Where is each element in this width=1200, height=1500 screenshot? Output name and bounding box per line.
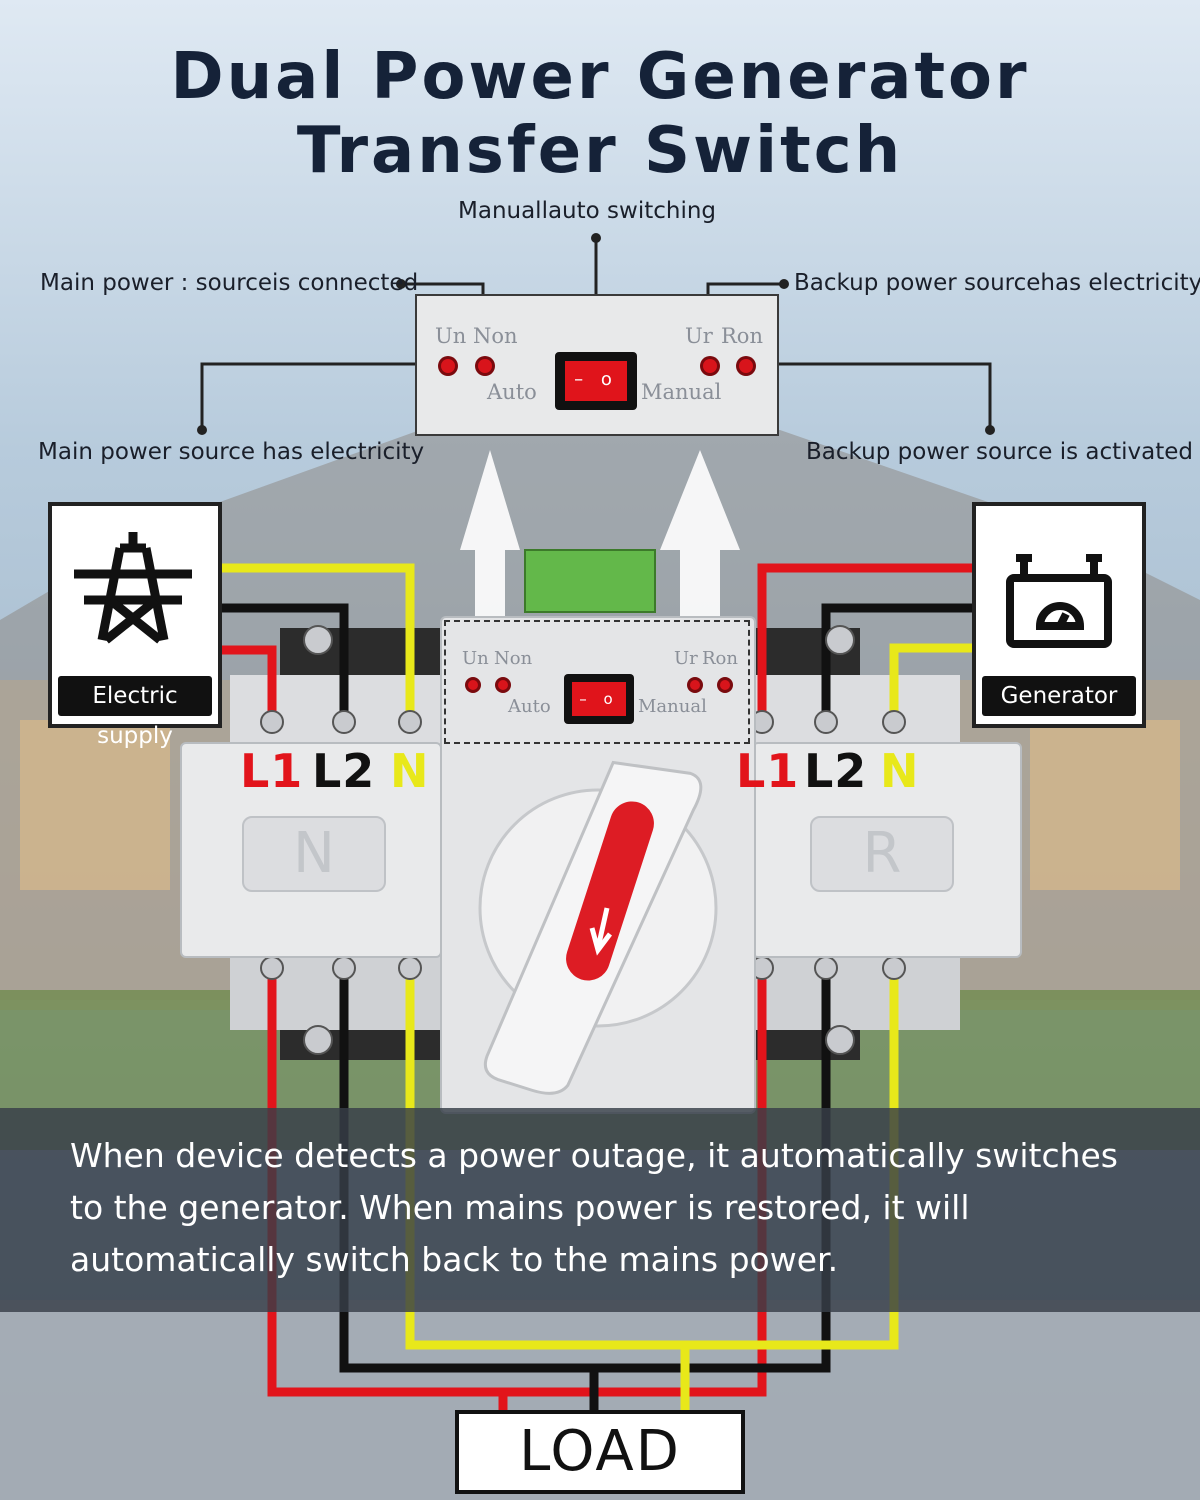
callout-backup-has-electricity: Backup power sourcehas electricity: [794, 270, 1200, 296]
info-text: When device detects a power outage, it a…: [70, 1136, 1118, 1279]
house-window-left: [20, 720, 170, 890]
center-switch-unit: Un Non Ur Ron Auto Manual – o: [440, 616, 756, 1114]
label-auto: Auto: [487, 380, 537, 404]
info-band: [0, 1108, 1200, 1312]
center-label-non: Non: [494, 648, 533, 669]
module-badge-r: R: [810, 816, 954, 892]
center-label-un: Un: [462, 648, 489, 669]
wire-left-n-in: [218, 563, 415, 720]
rail-bolt-bottom-left: [303, 1025, 333, 1055]
center-label-ur: Ur: [674, 648, 698, 669]
terminal-right-l2: L2: [804, 744, 868, 798]
power-tower-icon: [74, 532, 192, 644]
up-arrow-left: [460, 450, 520, 620]
load-box: LOAD: [455, 1410, 745, 1494]
terminal-right-l1: L1: [736, 744, 800, 798]
led-non: [478, 359, 492, 373]
wire-left-l2-in: [218, 603, 349, 720]
center-rocker-face: – o: [572, 682, 626, 716]
wire-left-l1-in: [218, 645, 277, 720]
terminal-right-n: N: [880, 744, 920, 798]
center-led-ur: [690, 680, 700, 690]
center-rocker-switch[interactable]: – o: [564, 674, 634, 724]
callout-main-has-electricity: Main power source has electricity: [38, 439, 425, 465]
terminal-left-l2: L2: [312, 744, 376, 798]
up-arrow-right: [660, 450, 740, 620]
label-manual: Manual: [641, 380, 722, 404]
right-breaker-top: [750, 675, 960, 750]
rail-bolt-bottom-right: [825, 1025, 855, 1055]
callout-manual-auto: Manuallauto switching: [458, 198, 717, 224]
center-label-manual: Manual: [638, 696, 707, 717]
rocker-face: – o: [565, 361, 627, 401]
label-ron: Ron: [721, 324, 763, 348]
page-title: Dual Power Generator Transfer Switch: [170, 40, 1030, 188]
wire-right-n-in: [889, 643, 972, 720]
terminal-block: [524, 549, 656, 613]
screw-left-l2-bottom: [332, 956, 356, 980]
terminal-left-n: N: [390, 744, 430, 798]
control-panel-zoomed: Un Non Ur Ron Auto Manual – o: [415, 294, 779, 436]
screw-right-l2-bottom: [814, 956, 838, 980]
screw-right-n-top: [882, 710, 906, 734]
generator-box: Generator: [972, 502, 1146, 728]
screw-left-l1-bottom: [260, 956, 284, 980]
center-led-un: [468, 680, 478, 690]
electric-supply-box: Electric supply: [48, 502, 222, 749]
center-led-non: [498, 680, 508, 690]
terminal-left-l1: L1: [240, 744, 304, 798]
auto-manual-rocker-switch[interactable]: – o: [555, 352, 637, 410]
label-ur: Ur: [685, 324, 713, 348]
right-breaker-bottom: [750, 950, 960, 1030]
wire-right-l2-in: [821, 603, 972, 720]
wire-right-l1-in: [757, 563, 972, 720]
leader-backup-activated: [744, 362, 992, 428]
screw-right-l2-top: [814, 710, 838, 734]
label-un: Un: [435, 324, 467, 348]
center-label-auto: Auto: [508, 696, 551, 717]
callout-backup-activated: Backup power source is activated: [806, 439, 1194, 465]
label-non: Non: [473, 324, 518, 348]
leader-main-electricity: [200, 362, 446, 428]
center-led-ron: [720, 680, 730, 690]
callout-main-connected: Main power : sourceis connected: [40, 270, 419, 296]
screw-left-n-bottom: [398, 956, 422, 980]
generator-battery-icon: [1006, 554, 1112, 648]
led-un: [441, 359, 455, 373]
screw-right-n-bottom: [882, 956, 906, 980]
center-label-ron: Ron: [702, 648, 738, 669]
house-window-right: [1030, 720, 1180, 890]
main-breaker-module: N: [180, 742, 442, 958]
screw-left-l2-top: [332, 710, 356, 734]
screw-left-n-top: [398, 710, 422, 734]
module-badge-n: N: [242, 816, 386, 892]
screw-left-l1-top: [260, 710, 284, 734]
generator-label: Generator: [982, 676, 1136, 716]
rotary-handle[interactable]: [462, 758, 734, 1098]
rail-bolt-top-left: [303, 625, 333, 655]
rail-bolt-top-right: [825, 625, 855, 655]
backup-breaker-module: R: [752, 742, 1022, 958]
led-ur: [703, 359, 717, 373]
center-control-panel: Un Non Ur Ron Auto Manual – o: [444, 620, 750, 744]
electric-supply-label: Electric supply: [58, 676, 212, 749]
led-ron: [739, 359, 753, 373]
